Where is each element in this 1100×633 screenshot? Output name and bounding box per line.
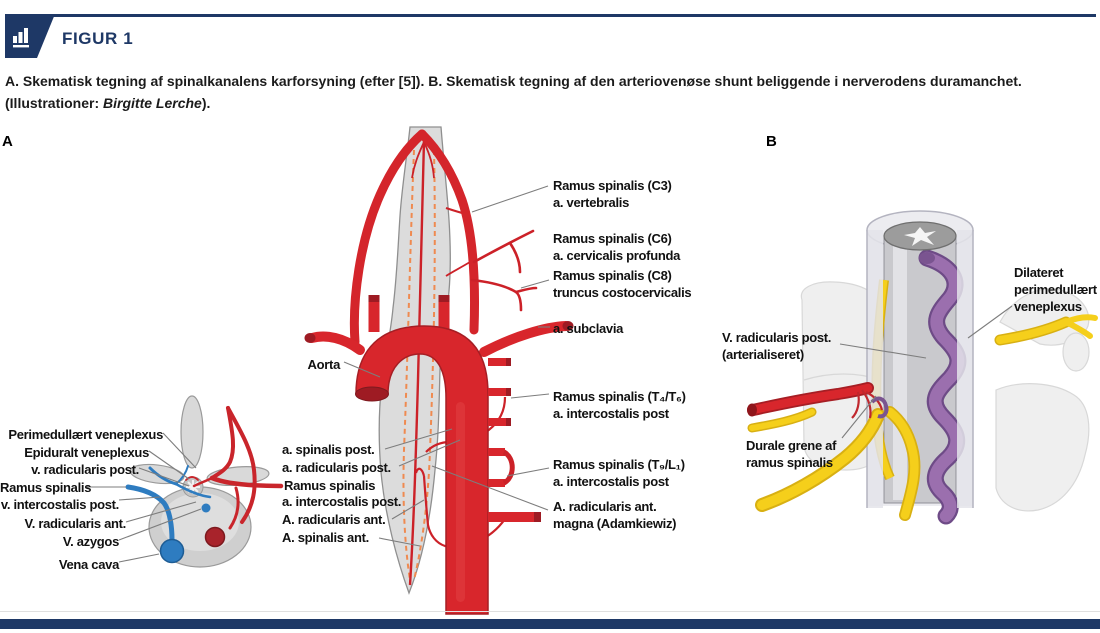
label-v-azygos: V. azygos [62,534,119,549]
subclavia-right [479,321,571,357]
label-vena-cava: Vena cava [58,557,119,572]
aorta-cut-end [355,386,389,402]
cervical-branches [470,229,538,312]
figure-title: FIGUR 1 [62,29,134,48]
anterior-spinal-artery-line [408,139,426,586]
azygos-vein-dot [201,503,211,513]
aorta-shape [304,295,574,615]
radicular-artery-b [747,382,889,419]
nerve-roots-outer [747,314,1098,521]
ramus-spinalis-link [209,475,284,489]
label-epiduralt-veneplexus: Epiduralt veneplexus [24,445,149,460]
caption-b-label: B. [428,73,443,89]
label-a-subclavia: a. subclavia [553,321,624,336]
caption-credit: (Illustrationer: Birgitte Lerche). [5,95,211,111]
label-aorta: Aorta [307,357,341,372]
label-a-spinalis-ant: A. spinalis ant. [282,530,369,545]
label-ramus-spinalis-left: Ramus spinalis [0,480,92,495]
label-v-radicularis-post: v. radicularis post. [31,462,139,477]
spinous-process [180,395,204,469]
cross-section-arteries [185,406,284,530]
label-a-radicularis-ant-magna: A. radicularis ant.magna (Adamkiewiz) [553,499,677,531]
label-perimedullaert-veneplexus: Perimedullært veneplexus [8,427,163,442]
caption-a-text: Skematisk tegning af spinalkanalens karf… [19,73,429,89]
caption-b-text: Skematisk tegning af den arteriovenøse s… [442,73,1022,89]
label-ramus-spinalis-c6: Ramus spinalis (C6)a. cervicalis profund… [553,231,681,263]
panel-b-letter: B [766,133,777,150]
dilated-vein-snake [918,249,967,525]
cord-top-section [883,221,957,251]
panel-a-letter: A [2,133,13,150]
grey-matter-butterfly [904,227,936,246]
subclavia-left [307,331,365,355]
caption-a-label: A. [5,73,19,89]
leader-lines-a [87,185,550,563]
vertebra-cross-section [125,395,284,568]
label-ramus-spinalis-mid: Ramus spinalis [284,478,376,493]
label-a-intercostalis-post: a. intercostalis post. [282,494,402,509]
bottom-rule [0,619,1100,629]
vena-cava-circle [159,538,185,564]
label-ramus-spinalis-t4-t6: Ramus spinalis (T₄/T₆)a. intercostalis p… [553,389,686,421]
label-v-radicularis-post-b: V. radicularis post.(arterialiseret) [722,330,832,362]
vertebral-arteries [349,129,479,347]
leader-lines-b [839,305,1013,439]
label-ramus-spinalis-t9-l1: Ramus spinalis (T₉/L₁)a. intercostalis p… [553,457,685,489]
label-a-radicularis-post: a. radicularis post. [282,460,391,475]
label-v-radicularis-ant: V. radicularis ant. [24,516,127,531]
intercostal-arteries [488,358,541,522]
label-a-spinalis-post: a. spinalis post. [282,442,375,457]
panel-b-vertebrae [800,281,1090,512]
figure-caption: A. Skematisk tegning af spinalkanalens k… [5,70,1090,114]
label-a-radicularis-ant-mid: A. radicularis ant. [282,512,386,527]
bottom-light-rule [0,611,1100,612]
aorta-circle [204,526,226,548]
top-rule [5,14,1096,17]
label-ramus-spinalis-c8: Ramus spinalis (C8)truncus costocervical… [553,268,692,300]
label-v-intercostalis-post: v. intercostalis post. [0,497,119,512]
cord-cross-section-star [186,480,200,494]
label-ramus-spinalis-c3: Ramus spinalis (C3)a. vertebralis [553,178,672,210]
shunt-tangle [870,396,889,419]
bar-chart-icon [13,28,29,48]
